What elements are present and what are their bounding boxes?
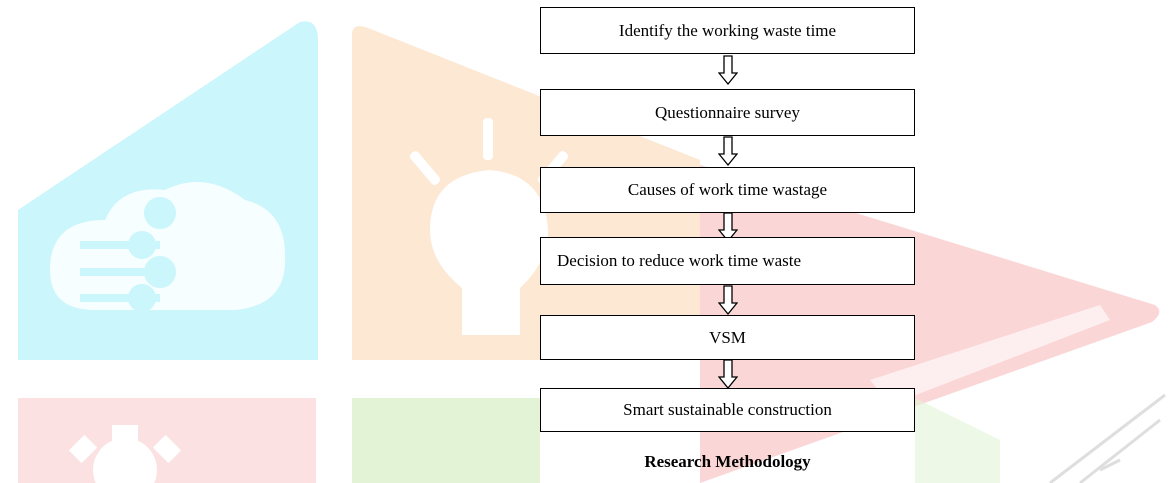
watermark-cloud-circuit-icon — [50, 182, 286, 310]
down-arrow-icon — [718, 212, 738, 242]
watermark-gray-strokes — [1049, 393, 1166, 483]
step-smart-sustainable-construction: Smart sustainable construction — [540, 388, 915, 432]
step-questionnaire-survey: Questionnaire survey — [540, 89, 915, 136]
watermark-circuit-lines — [80, 197, 176, 312]
watermark-red-inner — [870, 305, 1110, 405]
down-arrow-icon — [718, 55, 738, 85]
down-arrow-icon — [718, 359, 738, 389]
step-decision-to-reduce: Decision to reduce work time waste — [540, 237, 915, 285]
watermark-green-extension — [915, 398, 1000, 483]
watermark-green-tile — [352, 398, 540, 483]
watermark-gear-icon — [68, 425, 182, 483]
down-arrow-icon — [718, 285, 738, 315]
step-identify-waste-time: Identify the working waste time — [540, 7, 915, 54]
step-vsm: VSM — [540, 315, 915, 360]
step-causes-of-wastage: Causes of work time wastage — [540, 167, 915, 213]
down-arrow-icon — [718, 136, 738, 166]
figure-caption: Research Methodology — [644, 452, 811, 471]
